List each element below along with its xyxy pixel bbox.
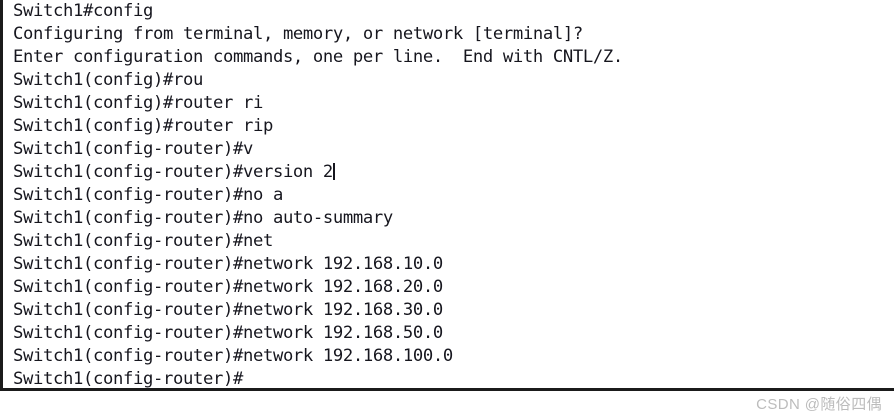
console-line-text: Switch1(config-router)#network 192.168.1… (13, 254, 443, 274)
console-line: Switch1#config (13, 0, 894, 23)
console-line: Enter configuration commands, one per li… (13, 46, 894, 69)
console-line-text: Switch1(config-router)#no auto-summary (13, 208, 393, 228)
console-line: Switch1(config)#router ri (13, 92, 894, 115)
console-line-text: Switch1(config)#rou (13, 70, 203, 90)
console-line-text: Switch1(config-router)#network 192.168.1… (13, 346, 453, 366)
console-line: Switch1(config-router)#version 2 (13, 161, 894, 184)
console-line: Switch1(config-router)#network 192.168.3… (13, 299, 894, 322)
console-line-text: Switch1(config)#router ri (13, 93, 263, 113)
console-line-text: Switch1(config-router)#network 192.168.2… (13, 277, 443, 297)
console-line: Switch1(config-router)#network 192.168.1… (13, 345, 894, 368)
console-line-text: Switch1(config)#router rip (13, 116, 273, 136)
console-line: Switch1(config-router)#network 192.168.5… (13, 322, 894, 345)
console-line-text: Switch1(config-router)# (13, 369, 243, 389)
console-line-text: Switch1(config-router)#net (13, 231, 273, 251)
console-line: Switch1(config-router)#net (13, 230, 894, 253)
console-line: Switch1(config-router)#network 192.168.1… (13, 253, 894, 276)
console-line-text: Switch1(config-router)#no a (13, 185, 283, 205)
console-line-text: Enter configuration commands, one per li… (13, 47, 623, 67)
console-line: Switch1(config)#router rip (13, 115, 894, 138)
text-cursor (332, 163, 335, 180)
console-line-text: Switch1(config-router)#network 192.168.3… (13, 300, 443, 320)
console-line: Switch1(config-router)#v (13, 138, 894, 161)
console-line-text: Switch1(config-router)#network 192.168.5… (13, 323, 443, 343)
console-line: Switch1(config-router)#no auto-summary (13, 207, 894, 230)
console-line-text: Switch1(config-router)#version 2 (13, 162, 333, 182)
console-line: Configuring from terminal, memory, or ne… (13, 23, 894, 46)
console-line-text: Switch1(config-router)#v (13, 139, 253, 159)
console-line: Switch1(config-router)#no a (13, 184, 894, 207)
console-line: Switch1(config-router)# (13, 368, 894, 389)
console-line-text: Switch1#config (13, 1, 153, 21)
console-line-text: Configuring from terminal, memory, or ne… (13, 24, 583, 44)
csdn-watermark: CSDN @随俗四偶 (756, 396, 882, 413)
console-line: Switch1(config-router)#network 192.168.2… (13, 276, 894, 299)
console-line: Switch1(config)#rou (13, 69, 894, 92)
